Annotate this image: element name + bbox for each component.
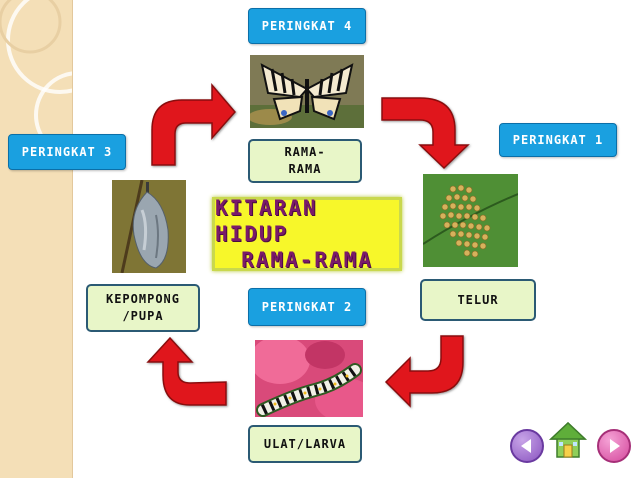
back-button[interactable]: [510, 429, 544, 463]
larva-label-box: ULAT/LARVA: [248, 425, 362, 463]
next-button[interactable]: [597, 429, 631, 463]
butterfly-label-line2: RAMA: [288, 162, 322, 176]
arrow-larva-to-pupa: [146, 336, 227, 406]
stage-3-tab: PERINGKAT 3: [8, 134, 126, 170]
butterfly-label-line1: RAMA-: [284, 145, 326, 159]
pupa-image: [112, 180, 186, 273]
pupa-label-box: KEPOMPONG /PUPA: [86, 284, 200, 332]
diagram-title: KITARAN HIDUP RAMA-RAMA: [212, 196, 402, 272]
butterfly-photo: [250, 55, 364, 128]
stage-4-label: PERINGKAT 4: [261, 19, 353, 33]
larva-label: ULAT/LARVA: [263, 436, 347, 451]
stage-2-label: PERINGKAT 2: [261, 300, 353, 314]
stage-1-tab: PERINGKAT 1: [499, 123, 617, 157]
decorative-side-panel: [0, 0, 73, 478]
arrow-pupa-to-butterfly: [151, 82, 236, 166]
pupa-label-line2: /PUPA: [122, 309, 164, 323]
egg-label-box: TELUR: [420, 279, 536, 321]
stage-3-label: PERINGKAT 3: [21, 145, 113, 159]
house-icon: [549, 421, 587, 458]
stage-1-label: PERINGKAT 1: [512, 133, 604, 147]
egg-label: TELUR: [457, 292, 499, 307]
right-triangle-icon: [610, 439, 620, 453]
caterpillar-photo: [255, 340, 363, 417]
eggs-photo: [423, 174, 518, 267]
eggs-image: [423, 174, 518, 267]
butterfly-label-box: RAMA- RAMA: [248, 139, 362, 183]
title-line-1: KITARAN HIDUP: [215, 196, 318, 246]
arrow-butterfly-to-egg: [381, 97, 470, 170]
pupa-label-line1: KEPOMPONG: [105, 292, 181, 306]
home-button[interactable]: [549, 420, 587, 460]
decorative-circles: [0, 0, 72, 159]
butterfly-image: [250, 55, 364, 128]
caterpillar-image: [255, 340, 363, 417]
stage-4-tab: PERINGKAT 4: [248, 8, 366, 44]
stage-2-tab: PERINGKAT 2: [248, 288, 366, 326]
pupa-photo: [112, 180, 186, 273]
arrow-egg-to-larva: [384, 335, 464, 408]
left-triangle-icon: [521, 439, 531, 453]
title-line-2: RAMA-RAMA: [241, 248, 373, 272]
